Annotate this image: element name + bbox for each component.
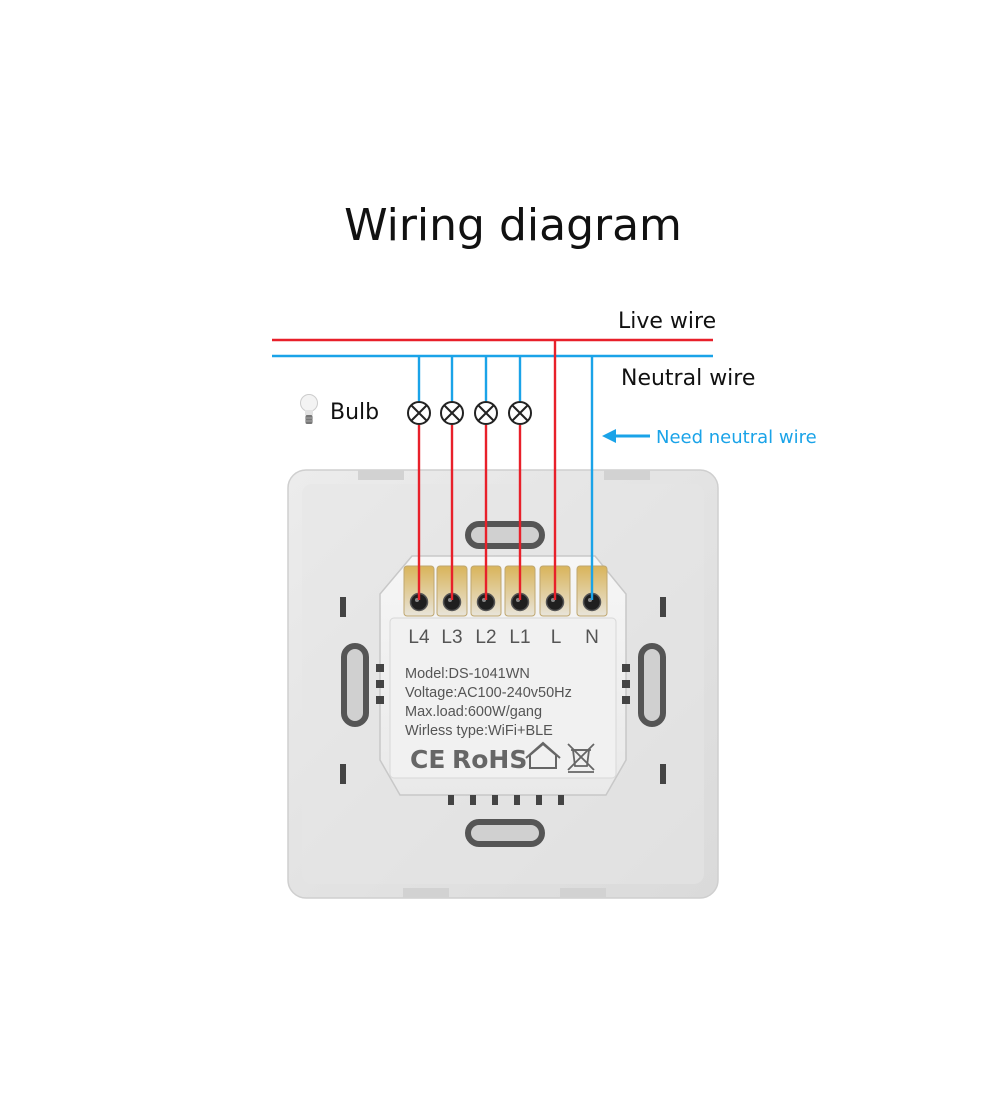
bulb-icon: [300, 394, 318, 424]
spec-model: Model:DS-1041WN: [405, 666, 530, 682]
spec-wireless: Wirless type:WiFi+BLE: [405, 723, 553, 739]
spec-max-load: Max.load:600W/gang: [405, 704, 542, 720]
terminal-label-l4: L4: [408, 627, 430, 648]
ce-mark: CE: [410, 745, 445, 774]
terminal-label-l1: L1: [509, 627, 530, 648]
terminal-label-n: N: [585, 627, 599, 648]
lamp-symbol-1: [407, 401, 431, 425]
terminal-screw-n: [576, 565, 608, 617]
connection-wires: [417, 340, 594, 600]
indoor-use-icon: [525, 741, 561, 769]
lamp-symbol-2: [440, 401, 464, 425]
need-neutral-label: Need neutral wire: [656, 427, 817, 448]
terminal-blocks: [403, 565, 608, 617]
weee-bin-icon: [567, 743, 595, 773]
need-neutral-note: Need neutral wire: [602, 427, 817, 448]
live-wire-label: Live wire: [618, 309, 716, 334]
terminal-label-l: L: [551, 627, 562, 648]
neutral-wire-label: Neutral wire: [621, 366, 755, 391]
bulb-label: Bulb: [330, 400, 379, 425]
spec-voltage: Voltage:AC100-240v50Hz: [405, 685, 572, 701]
certification-marks: CE RoHS: [410, 741, 595, 774]
rohs-mark: RoHS: [452, 745, 527, 774]
spec-label: Model:DS-1041WN Voltage:AC100-240v50Hz M…: [405, 666, 572, 739]
lamp-symbol-3: [474, 401, 498, 425]
arrow-left-icon: [602, 429, 616, 443]
terminal-label-l3: L3: [441, 627, 462, 648]
terminal-label-l2: L2: [475, 627, 496, 648]
lamp-symbols: [407, 401, 532, 425]
page-title: Wiring diagram: [344, 200, 682, 251]
lamp-symbol-4: [508, 401, 532, 425]
terminal-labels: L4 L3 L2 L1 L N: [408, 627, 598, 648]
